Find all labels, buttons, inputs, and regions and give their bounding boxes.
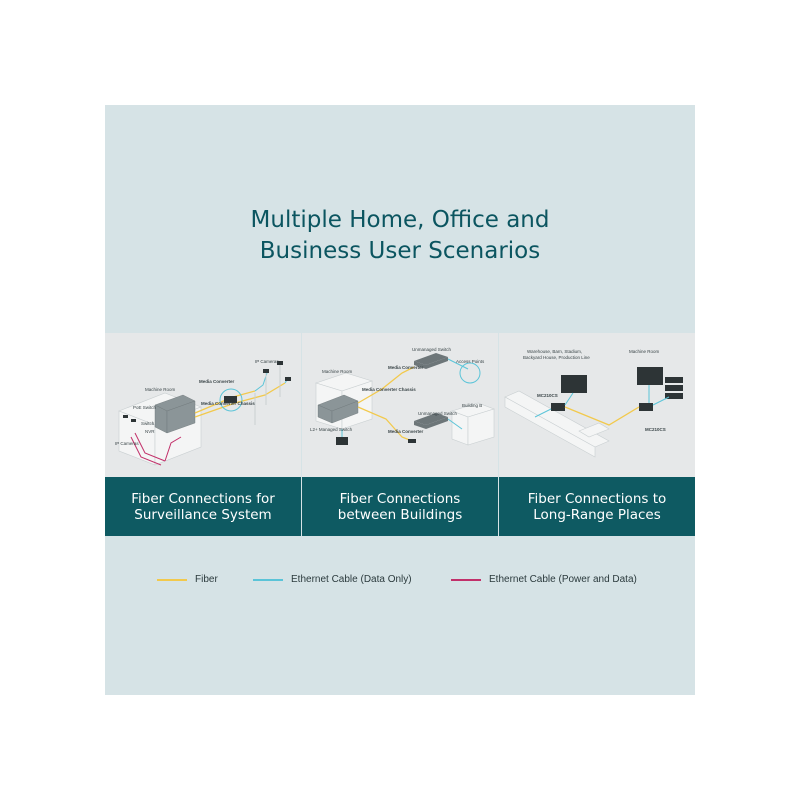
server-icon (665, 377, 683, 399)
label-machine-room: Machine Room (145, 387, 176, 392)
legend-item-ethernet-power: Ethernet Cable (Power and Data) (451, 574, 637, 585)
page-title: Multiple Home, Office and Business User … (105, 205, 695, 267)
monitor-icon (336, 437, 348, 445)
label-ip-cameras-top: IP Cameras (255, 359, 279, 364)
label-media-converter-bottom: Media Converter (388, 429, 424, 434)
label-places-line1: Warehouse, Barn, Stadium, (527, 349, 582, 354)
ethernet-data-lines (254, 372, 290, 392)
camera-poles (254, 365, 281, 425)
scenario-surveillance: IP Cameras Media Converter Machine Room … (105, 333, 301, 536)
media-converter-highlight (219, 388, 243, 412)
buildings-illustration: Unmanaged Switch Media Converter Access … (302, 333, 498, 477)
caption-surveillance: Fiber Connections for Surveillance Syste… (105, 477, 301, 536)
caption-long-range-line1: Fiber Connections to (527, 490, 667, 507)
ethernet-data-lines (534, 385, 670, 418)
chassis-icon (317, 394, 359, 424)
scenario-panel: Multiple Home, Office and Business User … (105, 105, 695, 695)
label-machine-room: Machine Room (629, 349, 660, 354)
label-unmanaged-switch-bottom: Unmanaged Switch (418, 411, 458, 416)
caption-surveillance-line1: Fiber Connections for (131, 490, 275, 507)
caption-buildings-line1: Fiber Connections (339, 490, 461, 507)
label-mc-right: MC210CS (645, 427, 666, 432)
legend-item-ethernet-data: Ethernet Cable (Data Only) (253, 574, 412, 585)
legend: Fiber Ethernet Cable (Data Only) Etherne… (105, 574, 695, 588)
poe-lines (130, 432, 182, 466)
media-converter-icon (408, 439, 416, 443)
fiber-lines (564, 406, 640, 426)
switch-icons (414, 353, 448, 429)
label-places-line2: Backyard House, Production Line (523, 355, 590, 360)
caption-long-range: Fiber Connections to Long-Range Places (499, 477, 695, 536)
label-switch: Switch (141, 421, 155, 426)
label-access-points: Access Points (456, 359, 485, 364)
legend-label-fiber: Fiber (195, 574, 218, 585)
label-media-converter-chassis: Media Converter Chassis (362, 387, 416, 392)
label-mc-left: MC210CS (537, 393, 558, 398)
fiber-lines (194, 382, 286, 418)
label-media-converter-top: Media Converter (388, 365, 424, 370)
scenario-long-range: Warehouse, Barn, Stadium, Backyard House… (499, 333, 695, 536)
ip-camera-icons (123, 361, 291, 422)
caption-buildings-line2: between Buildings (337, 506, 463, 523)
scenario-buildings: Unmanaged Switch Media Converter Access … (302, 333, 498, 536)
label-machine-room: Machine Room (322, 369, 353, 374)
legend-label-ethernet-data: Ethernet Cable (Data Only) (291, 574, 412, 585)
label-media-converter: Media Converter (199, 379, 235, 384)
monitor-icons (561, 367, 663, 393)
page-title-line2: Business User Scenarios (259, 238, 541, 264)
long-range-illustration: Warehouse, Barn, Stadium, Backyard House… (499, 333, 695, 477)
rack-icon (154, 394, 196, 434)
caption-long-range-line2: Long-Range Places (533, 506, 661, 523)
surveillance-illustration: IP Cameras Media Converter Machine Room … (105, 333, 301, 477)
caption-surveillance-line2: Surveillance System (134, 506, 272, 523)
mc210cs-icons (551, 403, 653, 411)
label-l2-managed-switch: L2+ Managed Switch (310, 427, 353, 432)
label-ip-cameras-left: IP Cameras (115, 441, 139, 446)
legend-item-fiber: Fiber (157, 574, 218, 585)
label-poe-switch: PoE Switch (133, 405, 157, 410)
fiber-swatch (157, 578, 187, 581)
access-point-highlight (459, 362, 481, 384)
page-title-line1: Multiple Home, Office and (250, 207, 550, 233)
ethernet-power-swatch (451, 578, 481, 581)
legend-label-ethernet-power: Ethernet Cable (Power and Data) (489, 574, 637, 585)
production-line (504, 390, 610, 458)
label-media-converter-chassis: Media Converter Chassis (201, 401, 255, 406)
ethernet-data-swatch (253, 578, 283, 581)
label-unmanaged-switch-top: Unmanaged Switch (412, 347, 452, 352)
building-b (451, 402, 495, 446)
fiber-lines (357, 366, 415, 442)
caption-buildings: Fiber Connections between Buildings (302, 477, 498, 536)
label-building-b: Building B (462, 403, 482, 408)
label-nvr: NVR (145, 429, 155, 434)
